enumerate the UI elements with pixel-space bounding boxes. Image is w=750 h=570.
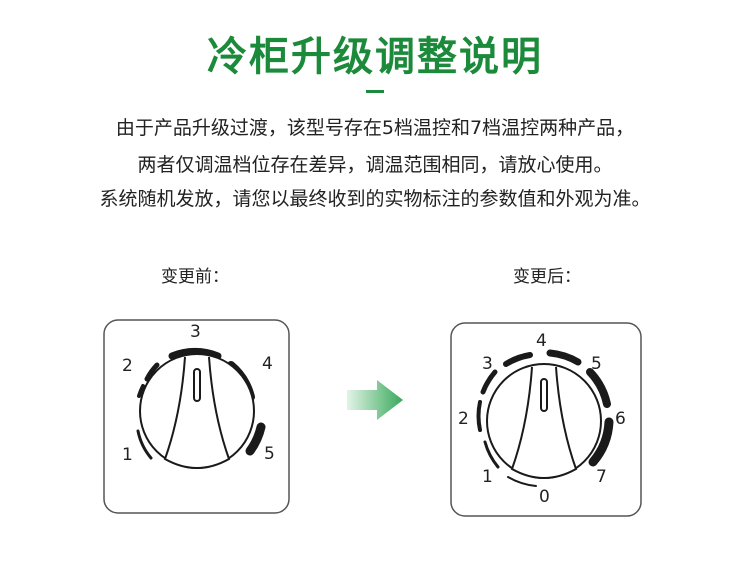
after-number: 0 — [539, 487, 550, 507]
after-number: 4 — [536, 331, 547, 351]
after-number: 7 — [596, 467, 607, 487]
description-line-2: 两者仅调温档位存在差异，调温范围相同，请放心使用。 — [137, 154, 613, 176]
title-underline — [366, 90, 384, 93]
before-number: 2 — [122, 356, 133, 376]
page-title: 冷柜升级调整说明 — [207, 34, 543, 80]
before-label: 变更前： — [161, 267, 229, 287]
after-number: 3 — [482, 354, 493, 374]
before-number: 1 — [122, 445, 133, 465]
thermostat-knob-icon: 1 2 3 4 5 — [103, 319, 290, 514]
after-number: 1 — [482, 467, 493, 487]
before-knob-panel: 1 2 3 4 5 — [103, 319, 290, 518]
after-label: 变更后： — [513, 267, 581, 287]
before-number: 5 — [264, 444, 275, 464]
after-number: 5 — [591, 354, 602, 374]
after-number: 2 — [458, 409, 469, 429]
description-line-1: 由于产品升级过渡，该型号存在5档温控和7档温控两种产品， — [115, 117, 635, 139]
before-number: 4 — [262, 354, 273, 374]
after-number: 6 — [615, 409, 626, 429]
thermostat-knob-icon: 0 1 2 3 4 5 6 7 — [450, 322, 642, 517]
after-knob-panel: 0 1 2 3 4 5 6 7 — [450, 322, 642, 521]
before-number: 3 — [190, 322, 201, 342]
description-line-3: 系统随机发放，请您以最终收到的实物标注的参数值和外观为准。 — [99, 188, 651, 210]
arrow-right-icon — [347, 380, 403, 420]
